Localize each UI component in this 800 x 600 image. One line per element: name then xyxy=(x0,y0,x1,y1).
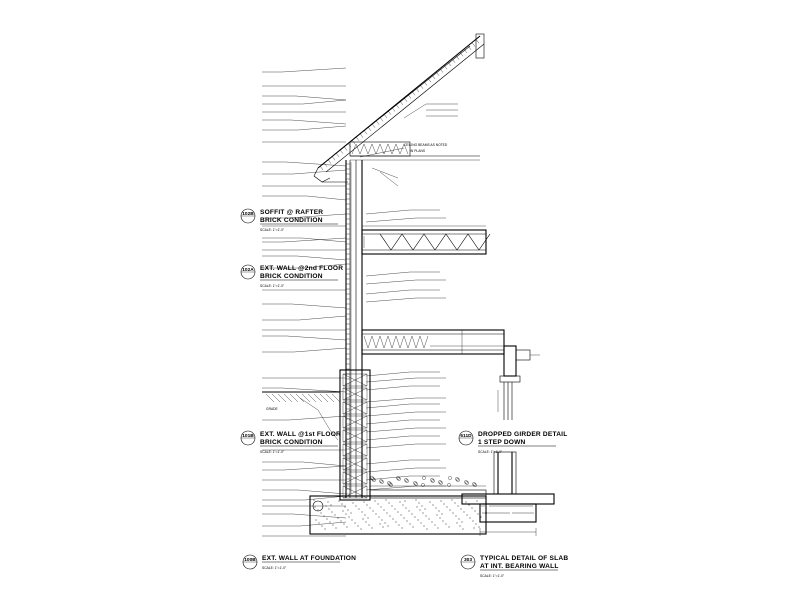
second-floor-system xyxy=(361,225,491,255)
detail-number-slab: 303 xyxy=(464,557,472,563)
concrete-footing-stipple xyxy=(313,499,482,530)
slab-stipple xyxy=(481,505,534,514)
detail-title-line: BRICK CONDITION xyxy=(260,439,323,446)
attic-insulation xyxy=(351,143,409,155)
foundation-wall: GRADE xyxy=(262,369,487,535)
detail-title-found: 100B EXT. WALL AT FOUNDATION SCALE: 1"=1'-… xyxy=(242,554,356,570)
concrete-block-wall xyxy=(342,373,368,499)
detail-number-wall1: 101B xyxy=(242,433,254,439)
slab-interior-bearing-detail xyxy=(461,451,555,536)
roof-shingle-hatch xyxy=(319,39,480,171)
detail-scale: SCALE: 1"=1'-0" xyxy=(260,228,285,232)
floor-truss-web xyxy=(379,233,491,251)
detail-title-line: EXT. WALL @2nd FLOOR xyxy=(260,265,343,272)
earth-hatch xyxy=(265,393,341,441)
detail-title-line: TYPICAL DETAIL OF SLAB xyxy=(480,555,568,562)
detail-title-line: BRICK CONDITION xyxy=(260,217,323,224)
detail-scale: SCALE: 1"=1'-0" xyxy=(260,450,285,454)
detail-scale: SCALE: 1"=1'-0" xyxy=(260,284,285,288)
roof-note-block xyxy=(426,103,458,117)
detail-number-found: 100B xyxy=(244,557,256,563)
detail-title-line: EXT. WALL @1st FLOOR xyxy=(260,431,341,438)
gravel-fill xyxy=(370,476,477,487)
detail-title-line: AT INT. BEARING WALL xyxy=(480,563,559,570)
detail-scale: SCALE: 1"=1'-0" xyxy=(480,574,505,578)
exterior-wall-section xyxy=(345,160,363,498)
detail-scale: SCALE: 1"=1'-0" xyxy=(478,450,503,454)
floor-insulation xyxy=(363,335,429,349)
first-floor-system xyxy=(361,329,540,420)
detail-title-line: SOFFIT @ RAFTER xyxy=(260,209,323,216)
detail-title-line: EXT. WALL AT FOUNDATION xyxy=(262,555,356,562)
roof-rafter-section: CEILING BEAMS AS NOTED IN PLANS xyxy=(313,33,485,187)
ceiling-callout-line-1: CEILING BEAMS AS NOTED xyxy=(404,143,448,147)
detail-title-line: BRICK CONDITION xyxy=(260,273,323,280)
grade-label: GRADE xyxy=(266,407,279,411)
ceiling-callout-line-2: IN PLANS xyxy=(410,149,426,153)
detail-number-roof: 102B xyxy=(242,211,254,217)
detail-title-line: 1 STEP DOWN xyxy=(478,439,526,446)
detail-scale: SCALE: 1"=1'-0" xyxy=(262,566,287,570)
left-note-leaders xyxy=(262,67,347,537)
detail-number-wall2: 102A xyxy=(242,267,254,273)
detail-number-girder: 611D xyxy=(460,433,472,439)
right-note-leaders xyxy=(365,209,499,491)
detail-title-line: DROPPED GIRDER DETAIL xyxy=(478,431,567,438)
brick-veneer xyxy=(346,163,350,495)
